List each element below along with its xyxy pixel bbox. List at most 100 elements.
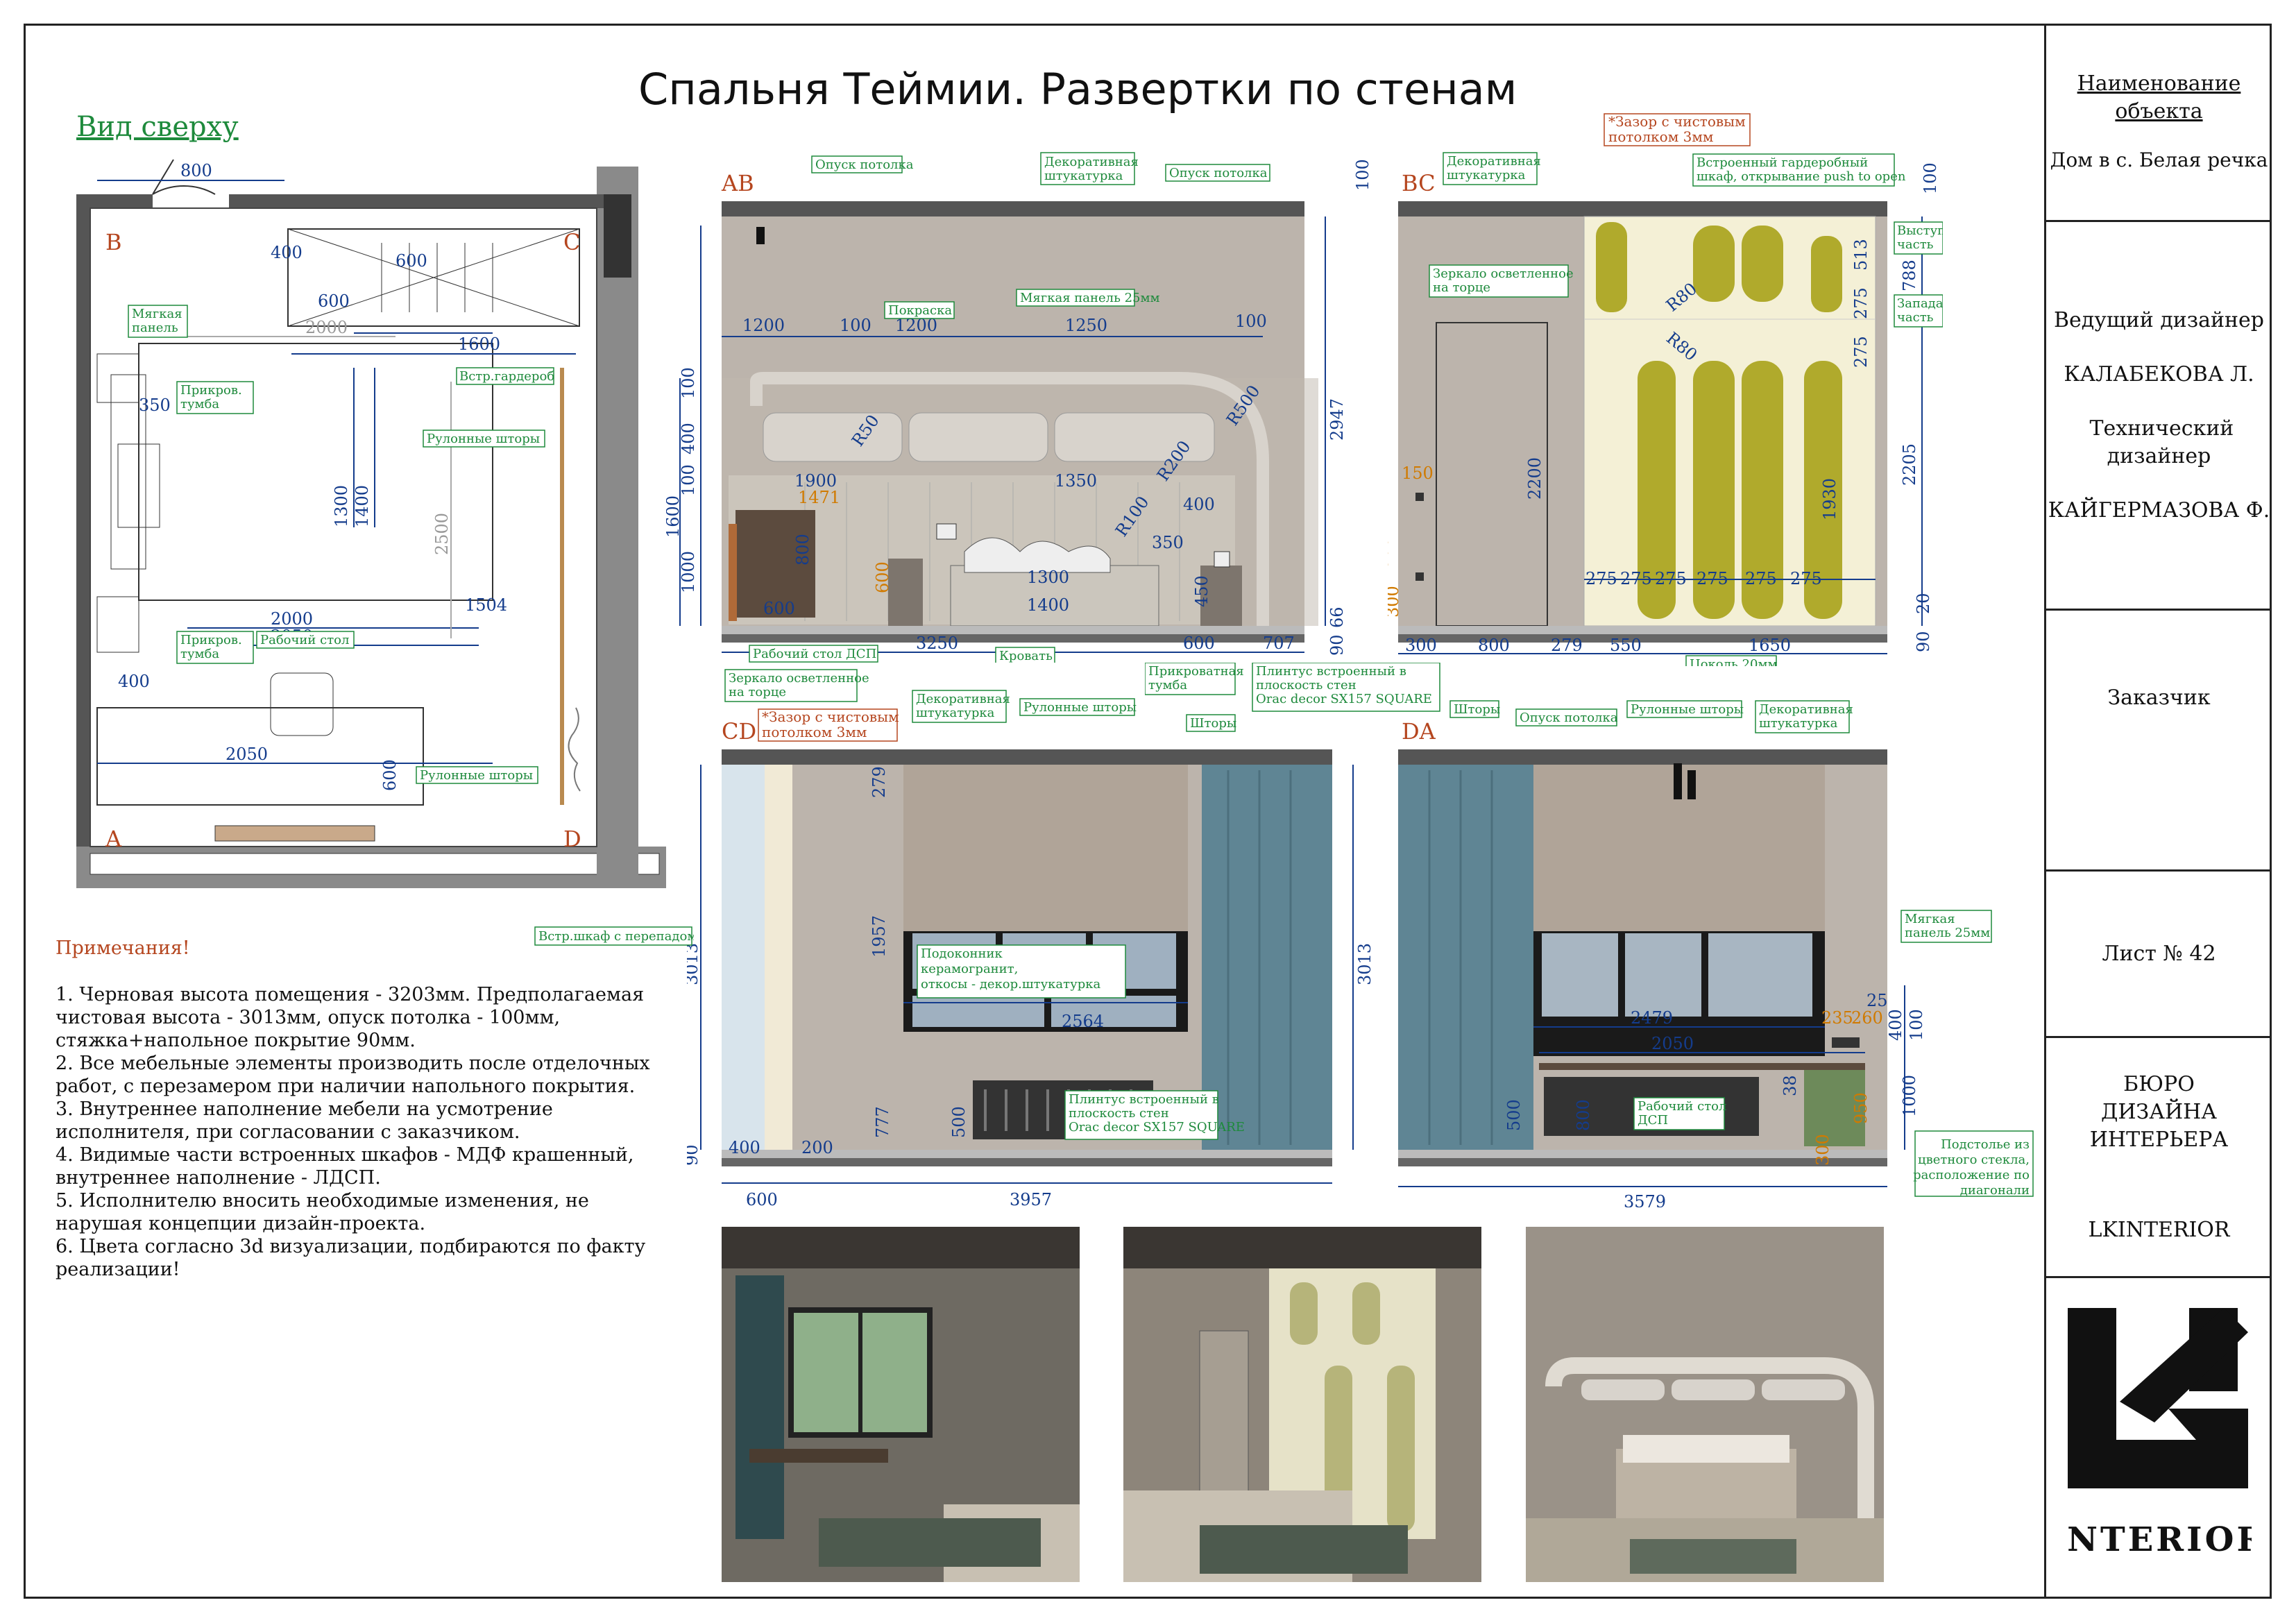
tb-bureau-name: БЮРО ДИЗАЙНА ИНТЕРЬЕРА	[2089, 1071, 2229, 1152]
cd-dim: 600	[746, 1190, 778, 1209]
wall-da-elevation: DA 25 400 100 2479 235 260 2050 38 500 8…	[1398, 700, 2034, 1207]
ab-dim: 100	[1353, 159, 1372, 191]
cd-label: Шторы	[1190, 716, 1236, 731]
plan-label: Рулонные шторы	[427, 432, 540, 446]
plan-dim: 600	[380, 759, 400, 791]
da-desk-glass-base	[1804, 1070, 1865, 1146]
da-dim: 100	[1907, 1009, 1926, 1041]
ab-dim: 350	[1152, 533, 1184, 552]
tb-tech-role: Технический дизайнер	[2089, 416, 2234, 468]
wall-cd-elevation: CD 279 1957 3013 2564 777 500 3013 400 2…	[687, 669, 1375, 1209]
da-dim: 38	[1780, 1075, 1800, 1096]
ab-dim: 1471	[798, 488, 840, 507]
da-dim: 3579	[1624, 1192, 1666, 1207]
bc-dim: 275	[1790, 569, 1822, 588]
bc-dim: 275	[1851, 287, 1871, 319]
tb-customer: Заказчик	[2046, 611, 2272, 872]
bc-dim: 300	[1405, 636, 1437, 655]
wall-name: AB	[721, 170, 754, 196]
ab-bed	[950, 565, 1159, 627]
ab-label: Мягкая панель 25мм	[1020, 291, 1160, 305]
ab-dim: 600	[873, 561, 892, 593]
tb-sheet: Лист № 42	[2046, 872, 2272, 1038]
page-title: Спальня Теймии. Развертки по стенам	[638, 64, 1517, 114]
plan-dim: 600	[318, 291, 350, 311]
cd-dim: 777	[873, 1106, 892, 1138]
plan-corner: D	[563, 826, 581, 852]
bc-label: Выступающаячасть	[1897, 223, 1943, 252]
plan-dim: 350	[139, 396, 171, 415]
ab-dim: 2947	[1327, 398, 1347, 441]
da-label: Шторы	[1454, 702, 1500, 717]
bc-dim: 275	[1585, 569, 1617, 588]
wall-left	[76, 194, 90, 888]
ab-dim: 450	[1192, 575, 1211, 607]
bc-dim: 800	[1478, 636, 1510, 655]
tb-object-header: Наименование объекта	[2077, 71, 2241, 124]
ab-dim: 100	[840, 316, 871, 335]
ab-desk	[735, 510, 815, 618]
plan-dim: 2000	[305, 318, 348, 337]
plan-dim: 400	[118, 672, 150, 691]
da-dim: 800	[1574, 1099, 1593, 1131]
bc-dim: 513	[1851, 239, 1871, 271]
plan-dim: 2000	[271, 609, 313, 629]
plan-view-label: Вид сверху	[76, 111, 239, 143]
plan-dim: 600	[396, 251, 427, 271]
plan-wardrobe	[287, 228, 580, 327]
lk-logo: INTERIOR	[2064, 1308, 2252, 1559]
ab-label: Рабочий стол ДСП	[753, 647, 876, 661]
bc-dim: 300	[1388, 586, 1402, 618]
da-dim: 2479	[1631, 1008, 1673, 1028]
ab-dim: 1350	[1055, 471, 1097, 491]
wall-ab-elevation: AB 1200 100 1200 1250 100 R50 R500 R200 …	[666, 152, 1372, 663]
ab-dim: 1200	[742, 316, 785, 335]
tb-object-name: Дом в с. Белая речка	[2050, 148, 2268, 171]
render-photo-wardrobe	[1123, 1227, 1481, 1582]
plan-corner: C	[563, 229, 580, 255]
ab-dim: 1900	[794, 471, 837, 491]
da-curtain	[1398, 765, 1533, 1150]
cd-dim: 279	[869, 766, 889, 798]
notes: Примечания! 1. Черновая высота помещения…	[56, 937, 680, 1281]
bc-dim: 20	[1914, 593, 1933, 614]
cd-dim: 3013	[1355, 943, 1375, 985]
bc-dim: 275	[1851, 336, 1871, 368]
plan-desk	[96, 707, 424, 806]
wall-right	[597, 167, 638, 888]
logo-text: INTERIOR	[2064, 1520, 2252, 1559]
note-item: 5. Исполнителю вносить необходимые измен…	[56, 1190, 589, 1234]
cd-dim: 500	[949, 1106, 969, 1138]
cd-dim: 3013	[687, 943, 701, 985]
cd-wardrobe-label: Встр.шкаф с перепадом	[534, 926, 694, 946]
bc-dim: 275	[1655, 569, 1687, 588]
ab-dim: 3250	[916, 634, 958, 653]
ab-dim: 1000	[679, 551, 698, 593]
bc-dim: 550	[1610, 636, 1642, 655]
note-item: 6. Цвета согласно 3d визуализации, подби…	[56, 1236, 646, 1280]
da-dim: 260	[1851, 1008, 1883, 1028]
tb-designers: Ведущий дизайнер КАЛАБЕКОВА Л. Техническ…	[2046, 222, 2272, 611]
note-item: 3. Внутреннее наполнение мебели на усмот…	[56, 1098, 553, 1143]
plan-label: Прикров.тумба	[180, 383, 242, 411]
ab-dim: 707	[1263, 634, 1295, 653]
wall-name: CD	[722, 718, 756, 745]
cd-dim: 400	[729, 1138, 760, 1157]
render-photo-bed	[1526, 1227, 1884, 1582]
cd-roller-blind	[903, 765, 1188, 931]
ab-dim: 1300	[1027, 568, 1069, 587]
floor-plan: 800 400 600 600 1600 2000 350 1300 1400 …	[76, 159, 666, 888]
plan-dim: 1600	[458, 334, 500, 354]
cd-dim: 200	[801, 1138, 833, 1157]
title-block: Наименование объекта Дом в с. Белая речк…	[2044, 24, 2272, 1599]
plan-label: Рулонные шторы	[420, 768, 533, 783]
